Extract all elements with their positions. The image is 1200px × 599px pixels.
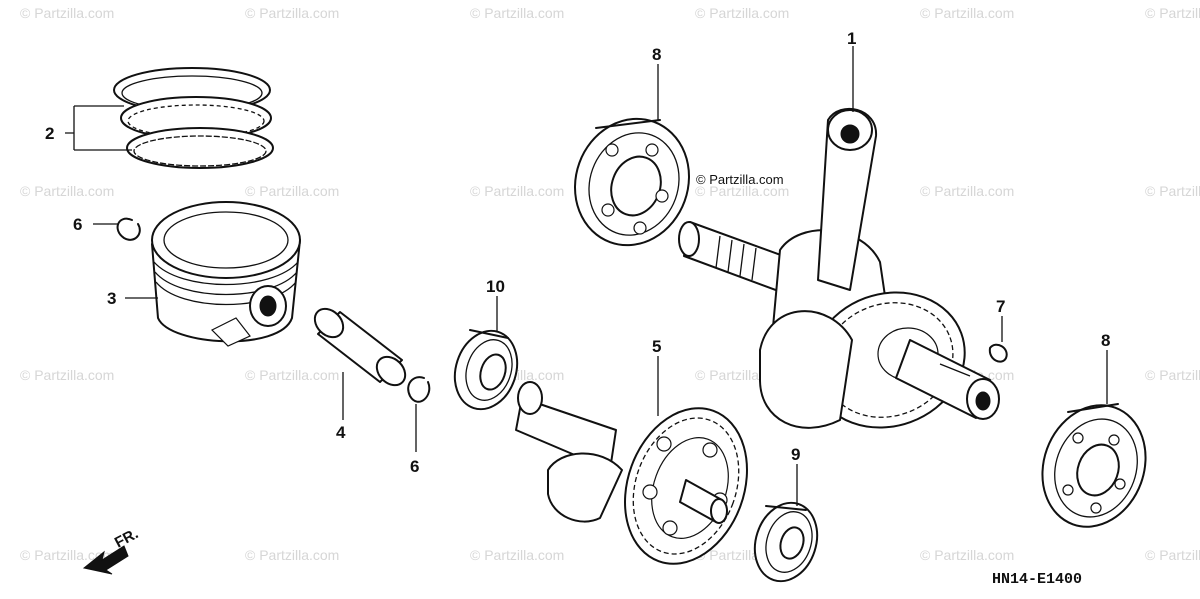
front-direction-label: FR.	[112, 525, 141, 551]
watermark-text: © Partzilla.com	[245, 367, 339, 383]
leader-lines	[65, 46, 1108, 506]
diagram-code: HN14-E1400	[992, 571, 1082, 588]
piston-ring-set[interactable]	[113, 67, 274, 169]
watermark-text: © Partzilla.com	[1145, 547, 1200, 563]
watermark-text: © Partzilla.com	[245, 5, 339, 21]
callout-5: 5	[652, 337, 661, 356]
callout-labels: 1 2 3 4 5 6 6 7 8 8 9 10	[45, 29, 1110, 476]
callout-8-lower: 8	[1101, 331, 1110, 350]
watermark-text: © Partzilla.com	[20, 547, 114, 563]
watermark-text: © Partzilla.com	[470, 5, 564, 21]
watermark-text: © Partzilla.com	[920, 183, 1014, 199]
callout-10: 10	[486, 277, 505, 296]
callout-7: 7	[996, 297, 1005, 316]
small-bearing[interactable]	[445, 323, 527, 418]
watermark-text: © Partzilla.com	[1145, 5, 1200, 21]
watermark-text: © Partzilla.com	[245, 547, 339, 563]
callout-6-upper: 6	[73, 215, 82, 234]
crankshaft-assembly[interactable]	[678, 107, 1000, 449]
watermark-text: © Partzilla.com	[1145, 183, 1200, 199]
watermark-text: © Partzilla.com	[20, 183, 114, 199]
watermark-text: © Partzilla.com	[470, 183, 564, 199]
callout-9: 9	[791, 445, 800, 464]
watermark-text: © Partzilla.com	[1145, 367, 1200, 383]
watermark-text: © Partzilla.com	[695, 5, 789, 21]
callout-8-upper: 8	[652, 45, 661, 64]
watermark-text: © Partzilla.com	[920, 5, 1014, 21]
watermark-text: © Partzilla.com	[695, 183, 789, 199]
callout-1: 1	[847, 29, 856, 48]
crankshaft-bearing-upper[interactable]	[557, 103, 706, 262]
watermark-text: © Partzilla.com	[20, 367, 114, 383]
balancer-shaft[interactable]	[515, 381, 768, 581]
piston-pin[interactable]	[309, 303, 411, 391]
front-direction-arrow-icon	[82, 545, 129, 575]
balancer-bearing[interactable]	[745, 495, 827, 590]
callout-4: 4	[336, 423, 346, 442]
piston-pin-clip-upper[interactable]	[116, 217, 141, 241]
callout-6-lower: 6	[410, 457, 419, 476]
callout-2: 2	[45, 124, 54, 143]
callout-3: 3	[107, 289, 116, 308]
piston[interactable]	[151, 201, 301, 347]
watermark-text: © Partzilla.com	[20, 5, 114, 21]
watermark-text: © Partzilla.com	[470, 547, 564, 563]
copyright-label: © Partzilla.com	[696, 172, 784, 187]
woodruff-key[interactable]	[988, 343, 1008, 363]
piston-pin-clip-lower[interactable]	[407, 376, 431, 403]
crankshaft-bearing-lower[interactable]	[1026, 391, 1162, 542]
watermark-text: © Partzilla.com	[920, 547, 1014, 563]
watermark-text: © Partzilla.com	[245, 183, 339, 199]
